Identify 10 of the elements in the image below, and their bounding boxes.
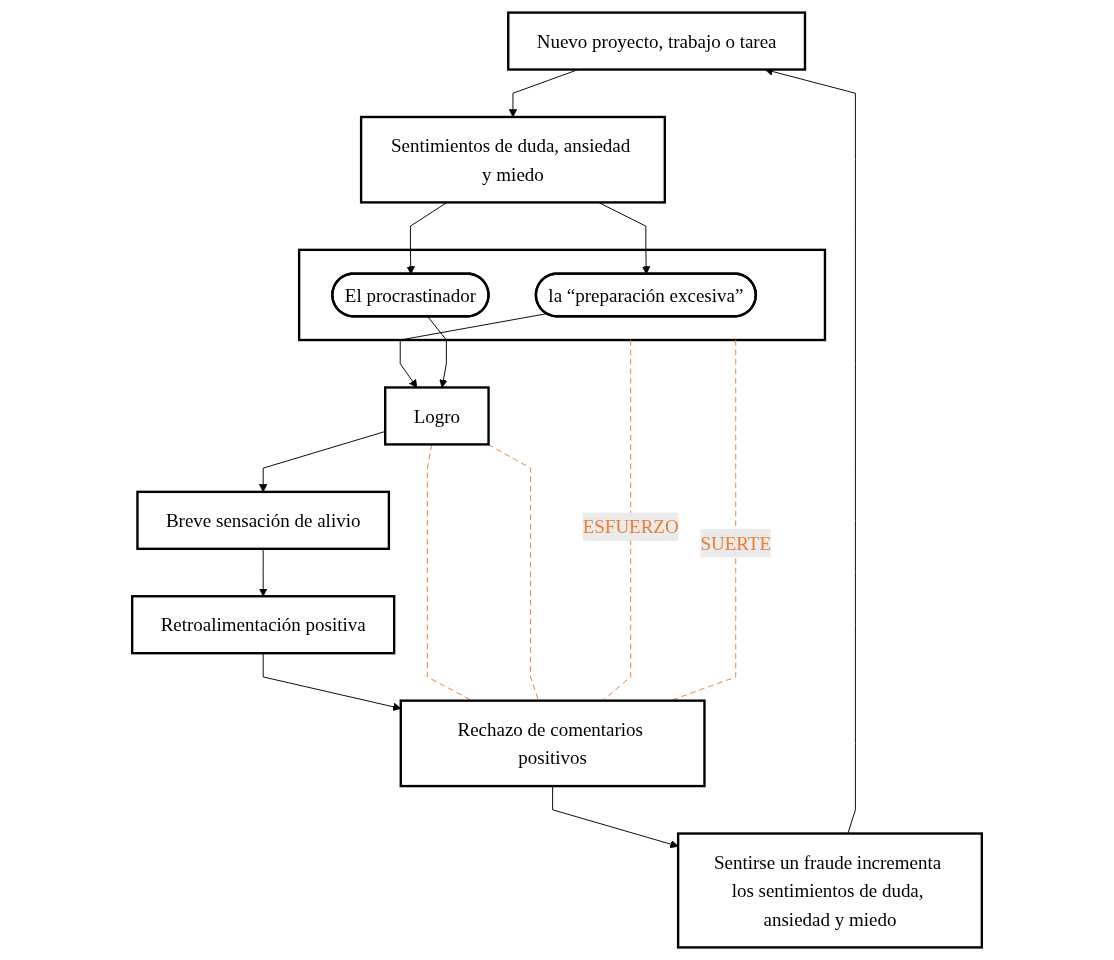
edge-label: ESFUERZO	[582, 516, 679, 538]
node-box: Logro	[384, 386, 490, 446]
node-box: Nuevo proyecto, trabajo o tarea	[507, 11, 807, 71]
cluster	[297, 248, 827, 342]
node-box: Breve sensación de alivio	[136, 490, 391, 550]
node-box: Sentirse un fraude incrementa los sentimientos de duda, ansiedad y miedo	[676, 832, 983, 949]
node-box: Rechazo de comentarios positivos	[399, 699, 706, 788]
node-box: Retroalimentación positiva	[131, 595, 396, 655]
node-box: Sentimientos de duda, ansiedad y miedo	[359, 115, 666, 204]
edge-label: SUERTE	[700, 532, 772, 554]
